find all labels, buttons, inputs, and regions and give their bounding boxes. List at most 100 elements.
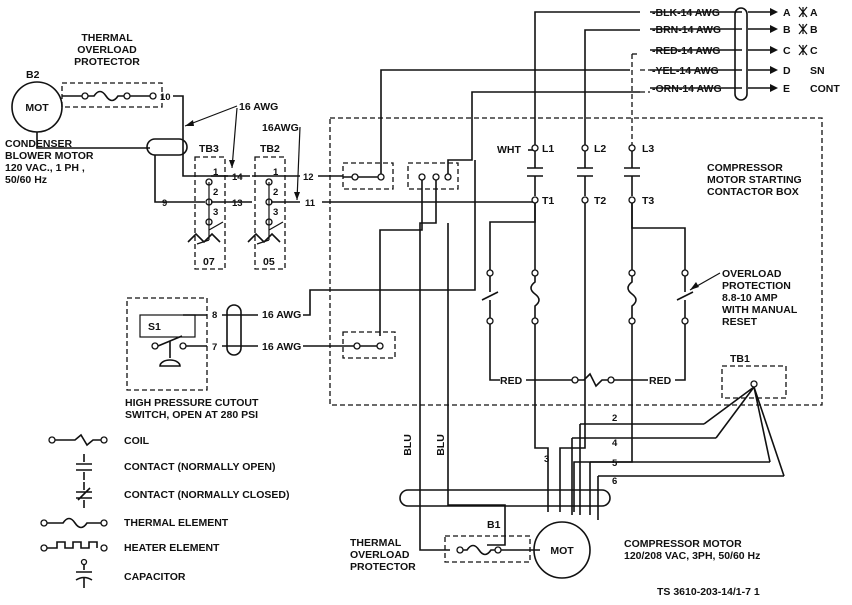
incoming-wire-arrow <box>770 66 778 74</box>
blu-label-left: BLU <box>402 434 414 456</box>
incoming-wire-letter: B <box>783 24 791 36</box>
incoming-wire-code: A <box>810 7 818 19</box>
wire-number-14: 14 <box>232 172 243 183</box>
hp-switch-label: HIGH PRESSURE CUTOUT SWITCH, OPEN AT 280… <box>125 397 259 421</box>
s1-label: S1 <box>148 321 161 333</box>
relay-box-2 <box>407 162 459 190</box>
relay2-c <box>444 173 452 181</box>
svg-text:COMPRESSOR MOTOR: COMPRESSOR MOTOR <box>624 538 742 550</box>
tb3-pos-2: 2 <box>213 187 218 198</box>
coil-symbol <box>578 372 608 388</box>
tb2-label: TB2 <box>260 143 280 155</box>
b1-dot-b <box>494 546 502 554</box>
s1-leads <box>183 314 207 347</box>
svg-text:50/60 Hz: 50/60 Hz <box>5 174 47 186</box>
svg-text:120/208 VAC, 3PH, 50/60 Hz: 120/208 VAC, 3PH, 50/60 Hz <box>624 550 760 562</box>
overload-nc-left <box>481 276 499 318</box>
contact-l2 <box>577 167 593 177</box>
tb2-box <box>254 156 286 270</box>
ol-dot-3 <box>531 269 539 277</box>
coil-dot-r <box>607 376 615 384</box>
cable-tie-bottom <box>399 489 611 507</box>
wire-number-m6: 6 <box>612 476 617 487</box>
blu-label-right: BLU <box>435 434 447 456</box>
incoming-wire-arrow <box>770 84 778 92</box>
svg-text:HIGH PRESSURE CUTOUT: HIGH PRESSURE CUTOUT <box>125 397 259 409</box>
t1-branch-left <box>489 203 536 270</box>
wire-blu-left-down <box>419 470 450 551</box>
overload-arrowhead <box>690 282 699 290</box>
awg-arrow-c <box>296 126 301 201</box>
awg-arrow-b <box>231 107 238 169</box>
legend-contact-nc-label: CONTACT (NORMALLY CLOSED) <box>124 489 289 501</box>
tb2-pos-1: 1 <box>273 167 279 178</box>
tb1-fan <box>703 386 785 477</box>
relay1-b <box>377 173 385 181</box>
phase-marker-icon <box>798 23 808 35</box>
wire-relay2-up <box>447 91 640 174</box>
legend-heater-dot-b <box>100 544 108 552</box>
cable-tie-mid <box>226 304 242 356</box>
legend-coil-dot-a <box>48 436 56 444</box>
red-label-left: RED <box>500 375 523 387</box>
wire-number-m3: 3 <box>544 454 549 465</box>
overload-protection-label: OVERLOAD PROTECTION 8.8-10 AMP WITH MANU… <box>722 268 798 328</box>
svg-text:THERMAL: THERMAL <box>81 32 133 44</box>
wire-number-10: 10 <box>160 92 171 103</box>
tb3-box <box>194 156 226 270</box>
overload-nc-right <box>676 276 694 318</box>
svg-text:PROTECTION: PROTECTION <box>722 280 791 292</box>
s1-dot-a <box>151 342 159 350</box>
thermal-element-top <box>88 90 124 102</box>
ol-dot-8 <box>681 317 689 325</box>
incoming-wire-code: CONT <box>810 83 840 95</box>
tb3-label: TB3 <box>199 143 219 155</box>
wire-number-m5: 5 <box>612 458 618 469</box>
incoming-wire-code: B <box>810 24 818 36</box>
relay-box-3 <box>342 331 396 359</box>
incoming-wire-letter: D <box>783 65 791 77</box>
wire-number-7: 7 <box>212 342 217 353</box>
wire-8-run <box>303 160 476 316</box>
contact-l3 <box>624 167 640 177</box>
brn-feed <box>584 29 640 38</box>
b1-label: B1 <box>487 519 501 531</box>
incoming-wire-name: -YEL-14 AWG <box>652 65 719 77</box>
wire-relay2-down <box>379 180 423 336</box>
svg-text:RESET: RESET <box>722 316 758 328</box>
legend: COIL CONTACT (NORMALLY OPEN) CONTACT (NO… <box>40 433 289 588</box>
compressor-motor-spec: COMPRESSOR MOTOR 120/208 VAC, 3PH, 50/60… <box>624 538 760 562</box>
thermal-dot-a <box>81 92 89 100</box>
svg-text:THERMAL: THERMAL <box>350 537 402 549</box>
t3-to-motor <box>573 324 633 512</box>
wire-10-run <box>173 95 228 177</box>
wire-9-run <box>154 155 175 203</box>
ol-dot-6 <box>628 317 636 325</box>
wire-number-9: 9 <box>162 198 167 209</box>
incoming-wire-letter: C <box>783 45 791 57</box>
legend-heater-icon <box>47 541 98 549</box>
condenser-motor-label: MOT <box>25 102 49 114</box>
ol-dot-4 <box>531 317 539 325</box>
tb2-zigzag <box>247 232 281 244</box>
svg-text:120 VAC., 1 PH ,: 120 VAC., 1 PH , <box>5 162 85 174</box>
svg-text:COMPRESSOR: COMPRESSOR <box>707 162 783 174</box>
thermal-dot-b <box>123 92 131 100</box>
ol-dot-5 <box>628 269 636 277</box>
wire-number-11: 11 <box>305 198 316 209</box>
incoming-wire-letter: E <box>783 83 790 95</box>
svg-text:PROTECTOR: PROTECTOR <box>350 561 416 573</box>
svg-text:OVERLOAD: OVERLOAD <box>350 549 410 561</box>
tb3-number: 07 <box>203 256 215 268</box>
legend-contact-nc-icon <box>76 482 92 508</box>
awg-arrowhead-a <box>185 120 194 126</box>
phase-marker-icon <box>798 6 808 18</box>
thermal-dot-c <box>149 92 157 100</box>
terminal-t3: T3 <box>642 195 654 207</box>
condenser-label: CONDENSER BLOWER MOTOR 120 VAC., 1 PH , … <box>5 138 94 186</box>
ts-code: TS 3610-203-14/1-7 1 <box>657 586 760 598</box>
svg-text:OVERLOAD: OVERLOAD <box>77 44 137 56</box>
svg-text:CONDENSER: CONDENSER <box>5 138 73 150</box>
